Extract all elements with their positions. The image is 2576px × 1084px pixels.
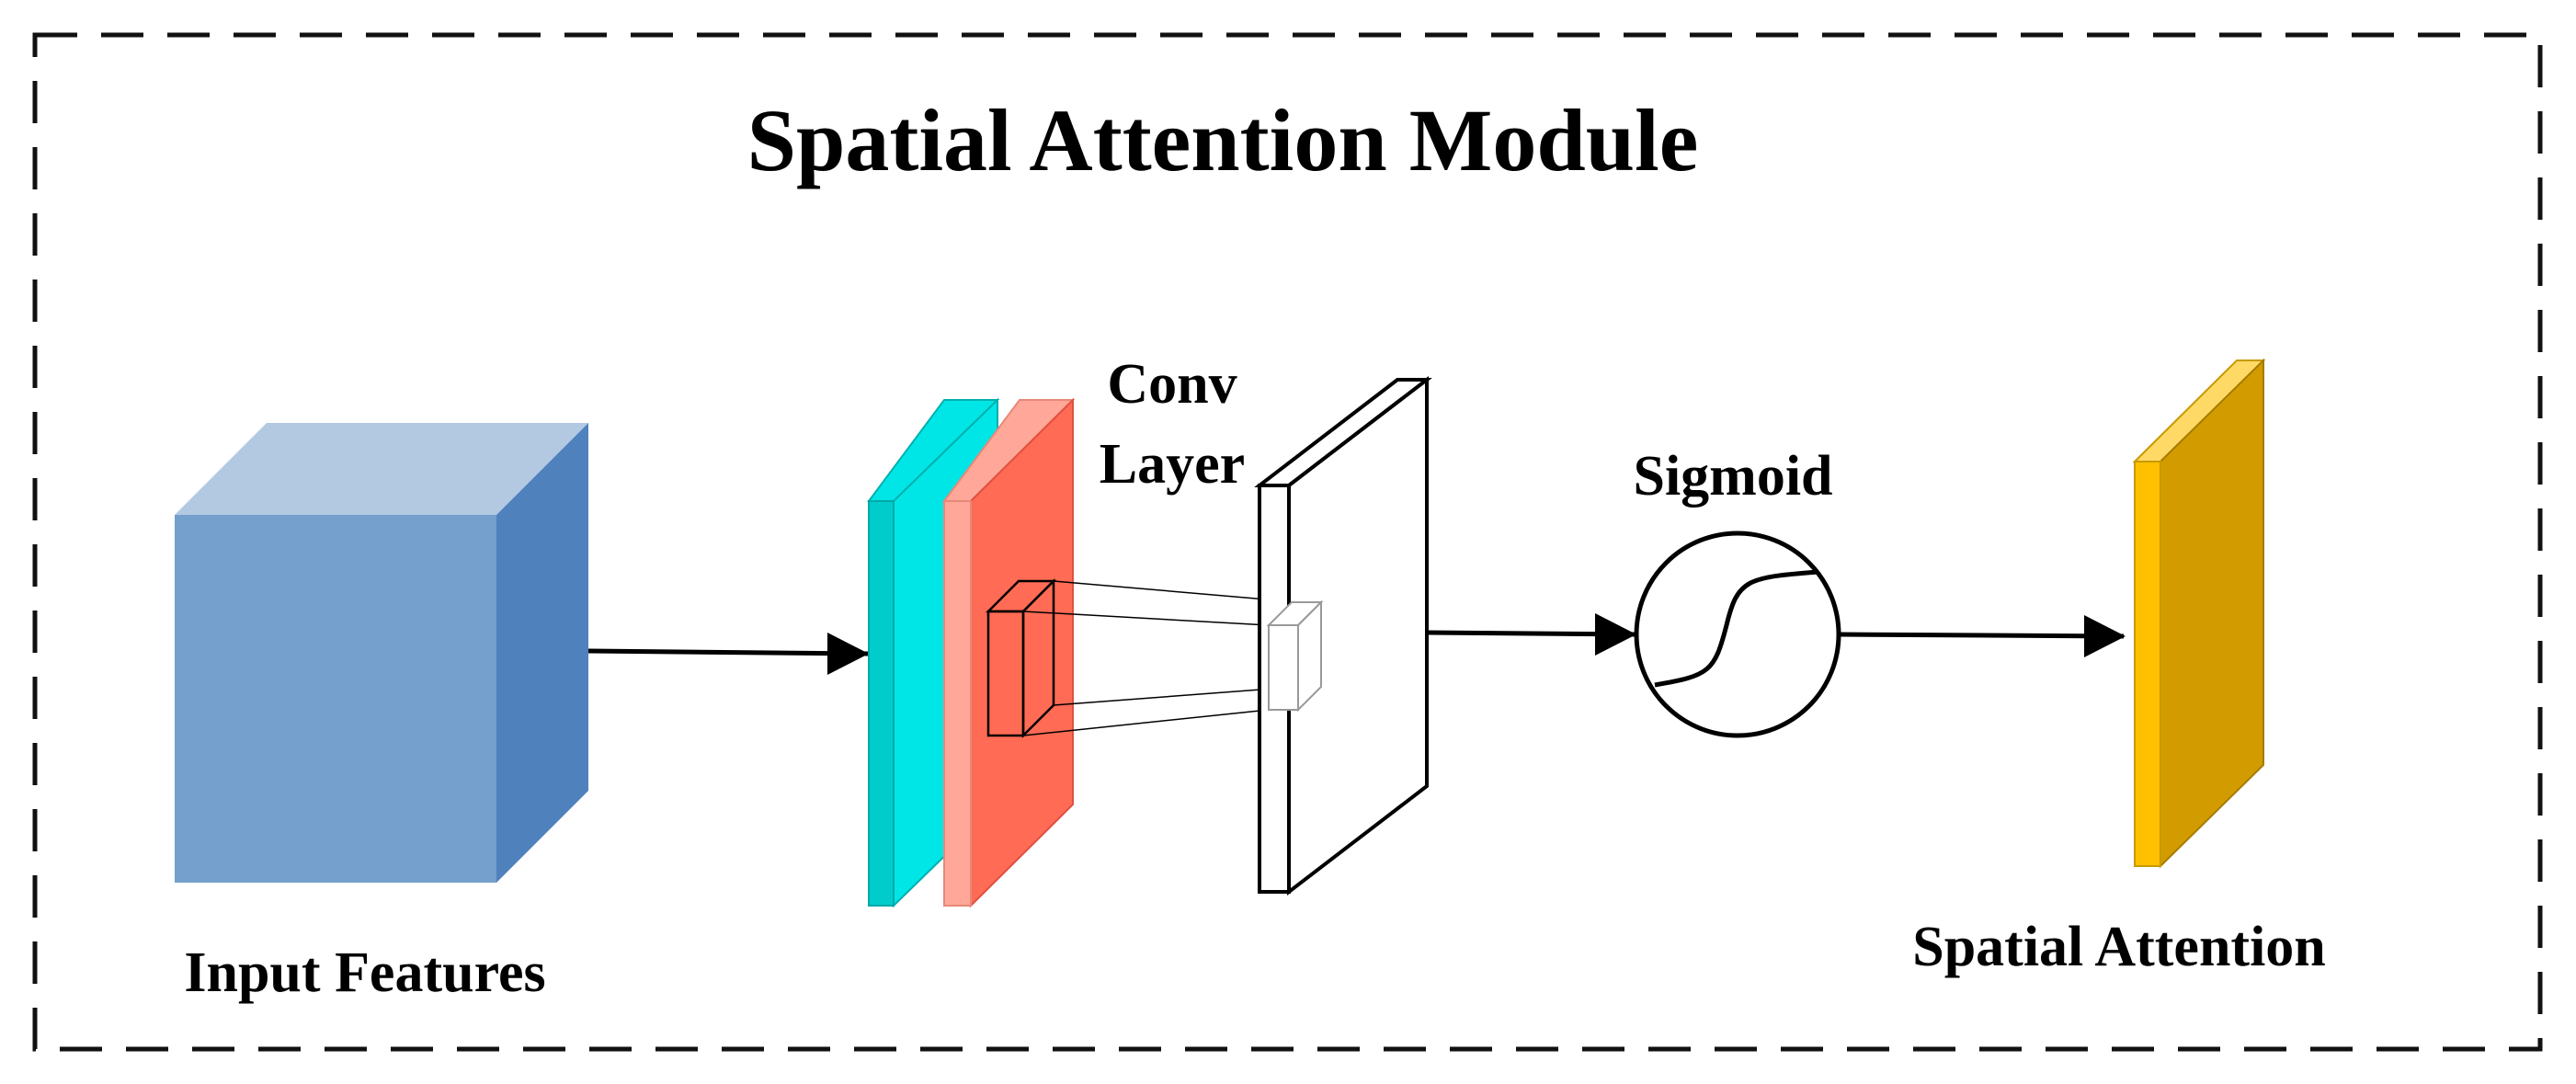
avgpool-front-face <box>943 500 972 907</box>
attention-front-face <box>2134 461 2161 867</box>
cube-side-face <box>496 423 588 883</box>
sigmoid-label: Sigmoid <box>1633 445 1832 508</box>
conv-label-line1: Conv <box>1107 353 1237 416</box>
arrow-to-spatial-attention <box>1838 632 2125 639</box>
avgpool-map <box>942 397 1076 908</box>
kernel-projection-lines <box>1022 580 1299 736</box>
spatial-attention-label: Spatial Attention <box>1912 916 2326 978</box>
arrowhead-to-spatial-attention <box>2084 615 2126 657</box>
spatial-attention-map <box>2132 358 2266 869</box>
maxpool-front-face <box>868 500 895 907</box>
cube-front-face <box>175 515 496 883</box>
input-features-cube <box>175 423 588 883</box>
arrowhead-to-sigmoid <box>1595 613 1636 656</box>
sigmoid-curve-icon <box>1654 569 1819 688</box>
diagram-title: Spatial Attention Module <box>747 91 1699 189</box>
conv-output-pixel <box>1266 599 1324 713</box>
cube-top-face <box>175 423 588 515</box>
conv-label-line2: Layer <box>1100 433 1245 496</box>
sigmoid-function-circle <box>1634 531 1841 738</box>
arrow-to-pooling <box>587 648 870 656</box>
input-features-label: Input Features <box>184 941 545 1004</box>
arrowhead-to-pooling <box>827 633 869 675</box>
module-boundary <box>32 32 2543 1052</box>
